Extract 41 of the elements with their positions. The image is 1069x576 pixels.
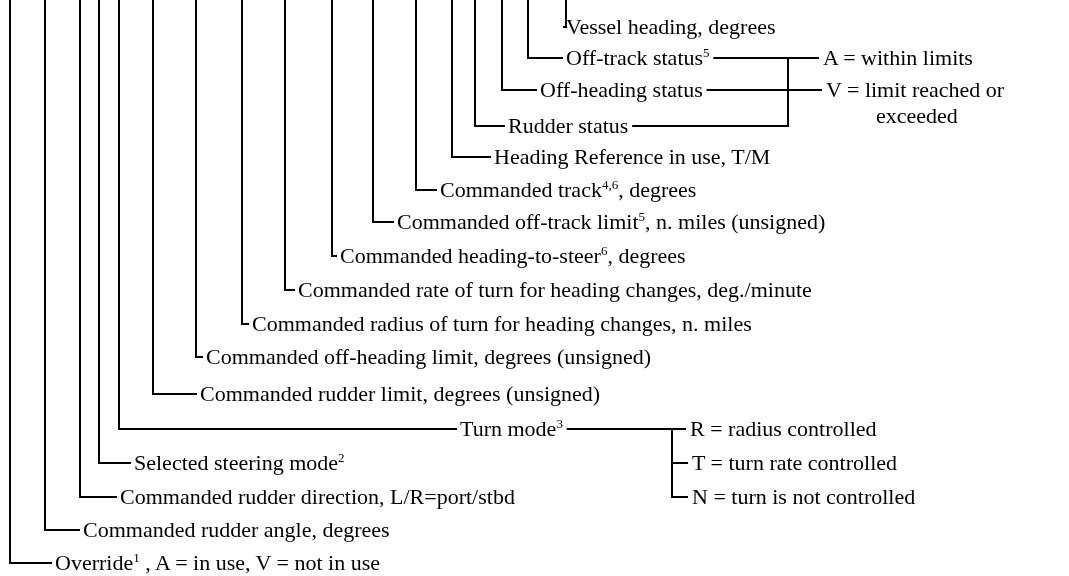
field-label: Commanded rudder limit, degrees (unsigned) [200,381,601,407]
leader-line [331,0,338,257]
field-label: Vessel heading, degrees [566,14,776,40]
field-label: Commanded radius of turn for heading changes, n. miles [252,311,752,337]
value-label: R = radius controlled [690,416,877,442]
leader-line [527,0,564,59]
leader-line [501,0,538,91]
field-label: Override$^{1}$ , A = in use, V = not in use [55,550,381,576]
leader-line [9,0,53,564]
field-label: Heading Reference in use, T/M [494,144,771,170]
leader-line [451,0,492,158]
value-label: T = turn rate controlled [692,450,898,476]
leader-line [118,0,458,430]
field-label: Off-heading status [540,77,703,103]
leader-line [415,0,438,191]
field-label: Commanded rate of turn for heading changes, deg./minute [298,277,812,303]
field-label: Commanded off-track limit$^{5}$, n. miles (unsigned) [397,209,826,235]
leader-line [79,0,118,498]
value-label: V = limit reached or exceeded [826,77,1066,129]
bracket-line [565,428,689,498]
leader-line [152,0,198,395]
bracket-line [631,89,823,127]
leader-line [284,0,296,291]
field-label: Commanded rudder angle, degrees [83,517,390,543]
leader-line [372,0,395,223]
leader-line [562,0,567,28]
field-label: Off-track status$^{5}$ [566,45,710,71]
field-label: Turn mode$^{3}$ [460,416,563,442]
leader-line [195,0,204,358]
leader-line [474,0,506,127]
field-label: Commanded track$^{4,6}$, degrees [440,177,697,203]
leader-line [44,0,81,531]
field-label: Commanded rudder direction, L/R=port/stbd [120,484,515,510]
value-label: N = turn is not controlled [692,484,916,510]
field-label: Commanded off-heading limit, degrees (unsigned) [206,344,651,370]
leader-line [98,0,132,464]
field-label: Rudder status [508,113,629,139]
value-label: A = within limits [823,45,973,71]
field-label: Selected steering mode$^{2}$ [134,450,345,476]
field-label: Commanded heading-to-steer$^{6}$, degrees [340,243,686,269]
leader-line [241,0,250,325]
